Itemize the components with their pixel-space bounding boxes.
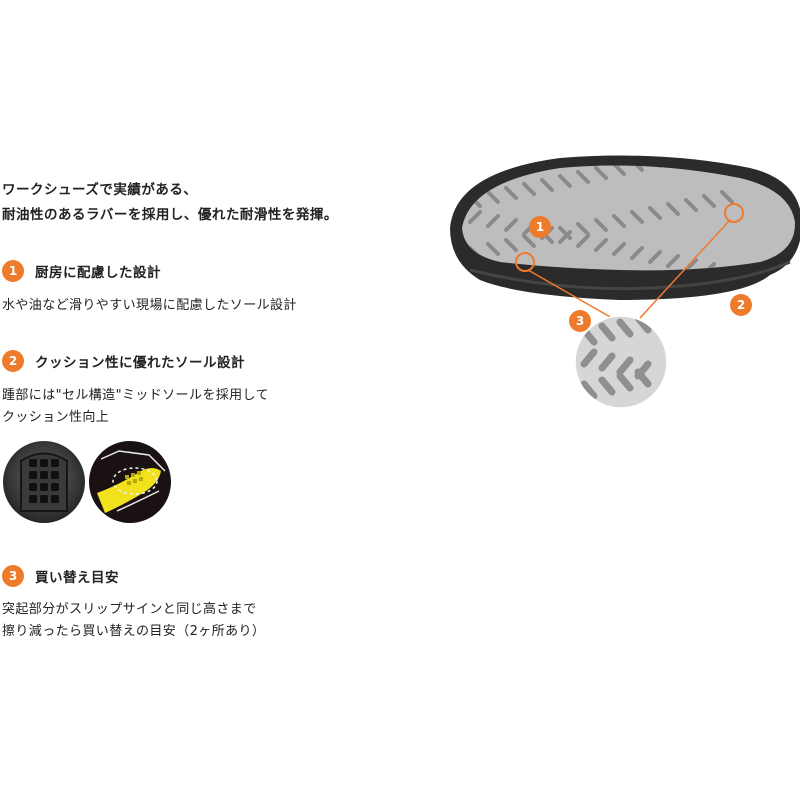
slip-sign-marker-2 — [724, 203, 744, 223]
feature-3-line-2: 擦り減ったら買い替えの目安（2ヶ所あり） — [2, 624, 266, 639]
feature-3-badge: 3 — [2, 565, 24, 587]
feature-2-line-2: クッション性向上 — [2, 410, 110, 425]
feature-1-title: 厨房に配慮した設計 — [35, 265, 161, 281]
leader-line-2 — [639, 220, 730, 319]
feature-1-badge: 1 — [2, 260, 24, 282]
feature-2-title: クッション性に優れたソール設計 — [35, 355, 245, 371]
diagram-badge-1: 1 — [529, 216, 551, 238]
feature-2-line-1: 踵部には"セル構造"ミッドソールを採用して — [2, 388, 269, 403]
feature-2-heading: 2 クッション性に優れたソール設計 — [2, 350, 245, 372]
cell-structure-image — [3, 441, 85, 523]
diagram-badge-2: 2 — [730, 294, 752, 316]
leader-line-1 — [527, 269, 613, 319]
cell-structure-illustration — [3, 441, 85, 523]
tread-pattern — [468, 165, 734, 271]
feature-3-description: 突起部分がスリップサインと同じ高さまで 擦り減ったら買い替えの目安（2ヶ所あり） — [2, 599, 265, 643]
intro-line-1: ワークシューズで実績がある、 — [2, 182, 198, 198]
feature-3-heading: 3 買い替え目安 — [2, 565, 119, 587]
slip-sign-marker-1 — [515, 252, 535, 272]
feature-3-line-1: 突起部分がスリップサインと同じ高さまで — [2, 602, 257, 617]
intro-text: ワークシューズで実績がある、 耐油性のあるラバーを採用し、優れた耐滑性を発揮。 — [2, 178, 338, 228]
intro-line-2: 耐油性のあるラバーを採用し、優れた耐滑性を発揮。 — [2, 207, 338, 223]
tread-closeup — [575, 316, 667, 408]
midsole-illustration — [89, 441, 171, 523]
sole-surface — [462, 165, 796, 271]
feature-1-description: 水や油など滑りやすい現場に配慮したソール設計 — [2, 295, 297, 317]
feature-2-description: 踵部には"セル構造"ミッドソールを採用して クッション性向上 — [2, 385, 269, 429]
feature-3-title: 買い替え目安 — [35, 570, 119, 586]
feature-1-heading: 1 厨房に配慮した設計 — [2, 260, 161, 282]
feature-1-line-1: 水や油など滑りやすい現場に配慮したソール設計 — [2, 298, 297, 313]
midsole-image — [89, 441, 171, 523]
feature-2-badge: 2 — [2, 350, 24, 372]
diagram-badge-3: 3 — [569, 310, 591, 332]
